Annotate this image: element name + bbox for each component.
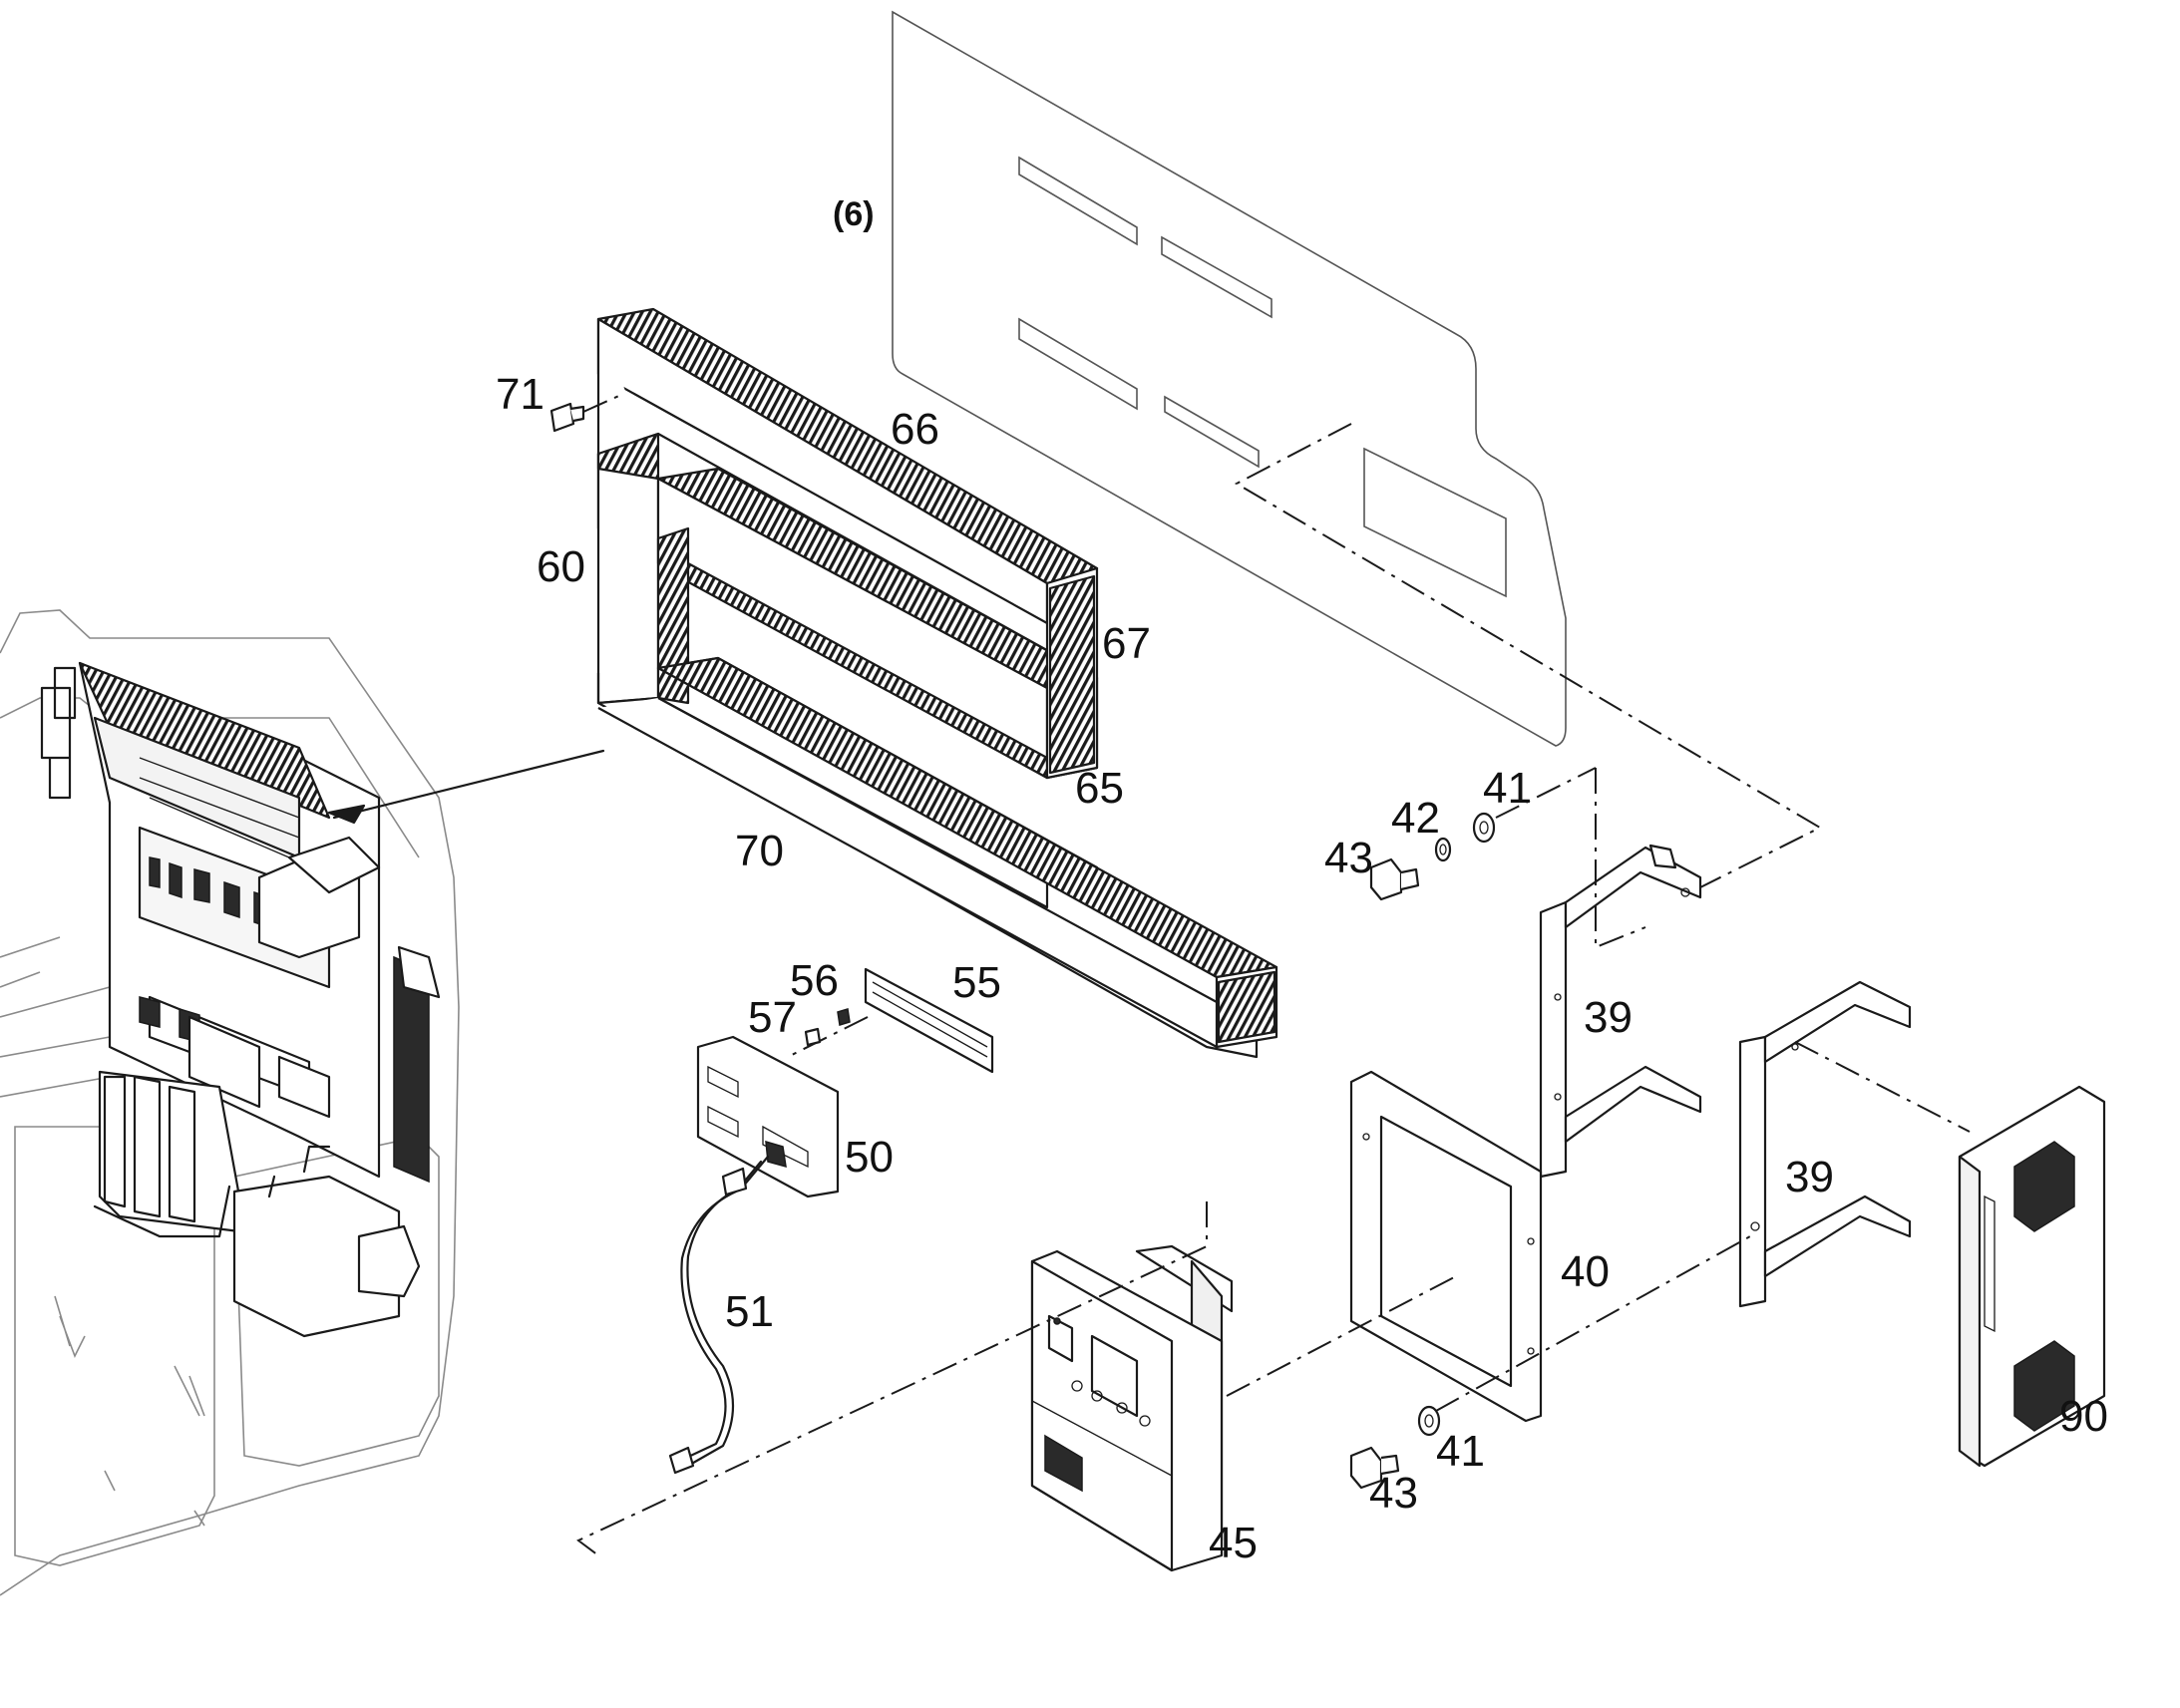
label-66: 66 xyxy=(891,405,939,454)
label-43-top: 43 xyxy=(1324,834,1373,882)
label-70: 70 xyxy=(735,827,784,875)
screws-56-57 xyxy=(804,1008,851,1047)
bracket-39-right xyxy=(1738,980,1912,1308)
label-45: 45 xyxy=(1209,1519,1258,1567)
label-90: 90 xyxy=(2059,1392,2108,1441)
assembly-center-lines xyxy=(576,423,1971,1556)
display-unit-45 xyxy=(1030,1244,1234,1572)
label-40: 40 xyxy=(1561,1247,1610,1296)
electrical-panel-assembly xyxy=(40,661,605,1338)
controller-module-90 xyxy=(1958,1085,2106,1468)
label-39-right: 39 xyxy=(1785,1153,1834,1201)
din-rail-55 xyxy=(787,967,994,1074)
label-67: 67 xyxy=(1102,619,1151,668)
back-mounting-plate xyxy=(892,10,1567,747)
washer-41-top xyxy=(1472,812,1496,844)
cable-51 xyxy=(668,1155,770,1475)
control-module-50 xyxy=(696,1035,840,1198)
bolt-43-bottom xyxy=(1349,1446,1400,1490)
washer-41-bottom xyxy=(1417,1405,1441,1437)
label-57: 57 xyxy=(748,993,797,1042)
label-43-bottom: 43 xyxy=(1369,1469,1418,1518)
label-60: 60 xyxy=(537,542,585,591)
label-51: 51 xyxy=(725,1287,774,1336)
washer-42 xyxy=(1434,837,1452,862)
bracket-39-left xyxy=(1539,844,1702,1179)
label-65: 65 xyxy=(1075,764,1124,813)
screw-71 xyxy=(549,393,624,433)
label-39-left: 39 xyxy=(1584,993,1633,1042)
callout-labels: (6) 71 66 60 67 65 70 41 42 43 56 55 57 … xyxy=(496,195,2108,1567)
cabinet-housing-outline xyxy=(0,609,460,1596)
bolt-43-top xyxy=(1369,857,1420,901)
label-55: 55 xyxy=(952,958,1001,1007)
label-42: 42 xyxy=(1391,794,1440,843)
label-assembly-ref: (6) xyxy=(833,195,875,233)
label-56: 56 xyxy=(790,956,839,1005)
label-50: 50 xyxy=(845,1133,894,1182)
label-41-bottom: 41 xyxy=(1436,1427,1485,1476)
grate-frame-60-assembly xyxy=(596,307,1278,1059)
label-71: 71 xyxy=(496,370,545,419)
label-41-top: 41 xyxy=(1483,764,1532,813)
gasket-frame-40 xyxy=(1349,1070,1543,1423)
